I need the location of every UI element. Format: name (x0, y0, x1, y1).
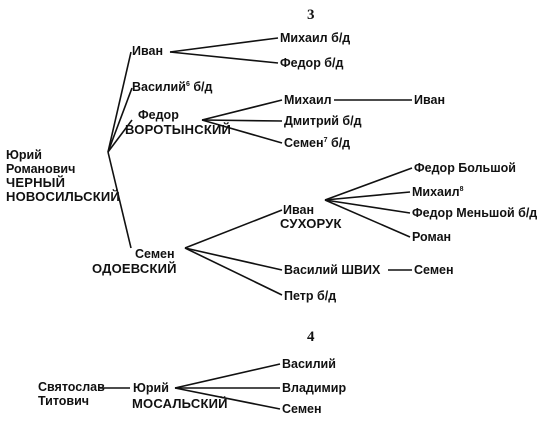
person-dmitriy-bd: Дмитрий б/д (284, 114, 362, 128)
edge-root-fedor (107, 119, 133, 153)
semen-son-note: 7 (323, 136, 328, 144)
person-ivan: Иван (132, 44, 164, 58)
person-roman: Роман (412, 230, 452, 244)
edge-fedor-dmitriy (201, 119, 283, 122)
edge-ivan-s-roman (324, 199, 411, 238)
person-mikhail-bd: Михаил б/д (280, 31, 351, 45)
edge-semen-ivan (184, 209, 283, 249)
semen-son-bd: б/д (330, 136, 351, 150)
edge-ivan-s-fedor-menshoy (324, 199, 411, 214)
figure-3-number: 3 (307, 7, 315, 23)
person-fedor-bolshoy: Федор Большой (414, 161, 516, 175)
person-fedor-bd: Федор б/д (280, 56, 344, 70)
root-first-name: Юрий (6, 148, 42, 162)
edge-ivan-s-mikhail (324, 191, 411, 201)
svyatoslav-patronymic: Титович (38, 394, 90, 408)
root-nickname: ЧЕРНЫЙ (6, 175, 66, 190)
edge-semen-petr (184, 247, 283, 296)
mikhail-s-note: 8 (459, 185, 464, 193)
vasiliy-note: 6 (185, 80, 190, 88)
person-vasiliy: Василий6 б/д (132, 80, 212, 94)
root-patronymic: Романович (6, 162, 76, 176)
person-fedor-surname: ВОРОТЫНСКИЙ (125, 122, 232, 137)
edge-yuriy-vasiliy (174, 363, 281, 389)
person-fedor-menshoy: Федор Меньшой б/д (412, 206, 538, 220)
person-vladimir: Владимир (282, 381, 347, 395)
semen-son-name: Семен (284, 136, 324, 150)
person-semen-surname: ОДОЕВСКИЙ (92, 261, 177, 276)
mikhail-s-name: Михаил (412, 185, 460, 199)
edge-root-vasiliy (107, 87, 133, 153)
person-yuriy: Юрий (133, 381, 169, 395)
edge-yuriy-semen (174, 387, 281, 410)
edge-ivan-mikhail (169, 37, 279, 53)
edge-semen-vasiliy (184, 247, 283, 271)
edge-ivan-fedor (169, 51, 279, 64)
person-semen-4: Семен (282, 402, 322, 416)
edge-root-ivan (107, 51, 132, 153)
figure-4-number: 4 (307, 329, 315, 345)
person-vasiliy-4: Василий (282, 357, 336, 371)
person-ivan-sukhoruk: Иван (283, 203, 315, 217)
person-semen-grandson: Семен (414, 263, 454, 277)
person-ivan-grandson: Иван (414, 93, 446, 107)
edge-root-semen (107, 151, 132, 249)
person-mikhail-s: Михаил8 (412, 185, 464, 199)
vasiliy-bd: б/д (193, 80, 213, 94)
edge-ivan-s-fedor-bolshoy (324, 167, 413, 201)
person-svyatoslav: Святослав Титович (38, 380, 105, 408)
edge-fedor-semen (201, 119, 283, 144)
person-fedor: Федор (138, 108, 179, 122)
edge-fedor-mikhail (201, 99, 283, 121)
root-person: Юрий Романович ЧЕРНЫЙ НОВОСИЛЬСКИЙ (6, 148, 120, 204)
person-semen: Семен (135, 247, 175, 261)
person-yuriy-surname: МОСАЛЬСКИЙ (132, 396, 228, 411)
person-vasiliy-shvikh: Василий ШВИХ (284, 263, 381, 277)
svyatoslav-name: Святослав (38, 380, 105, 394)
vasiliy-name: Василий (132, 80, 186, 94)
person-petr-bd: Петр б/д (284, 289, 337, 303)
person-semen-son: Семен7 б/д (284, 136, 350, 150)
person-mikhail: Михаил (284, 93, 332, 107)
root-surname: НОВОСИЛЬСКИЙ (6, 189, 120, 204)
person-ivan-nickname: СУХОРУК (280, 216, 342, 231)
